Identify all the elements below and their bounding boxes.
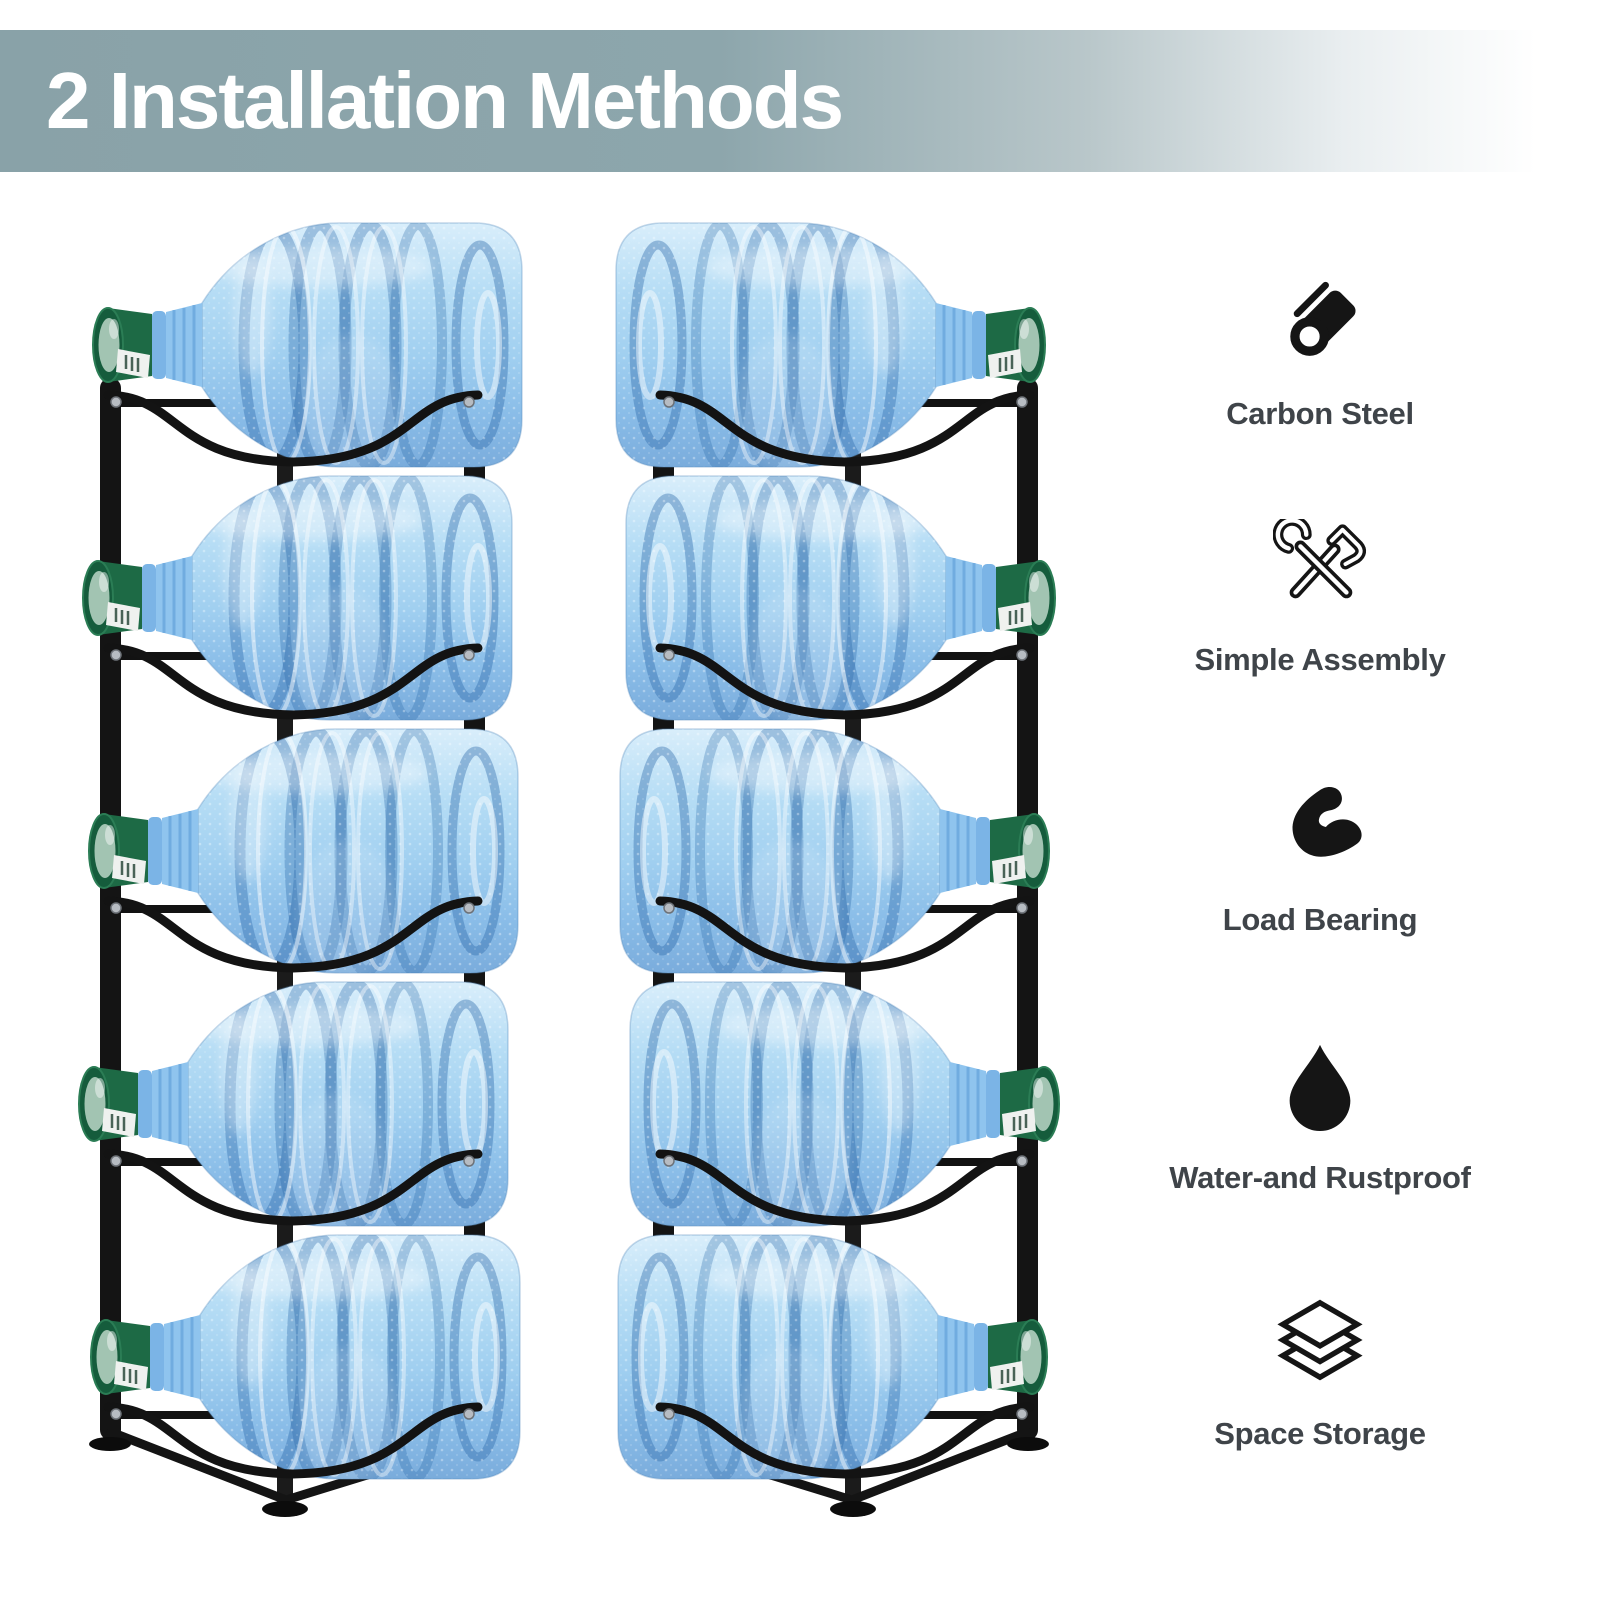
page-title: 2 Installation Methods [46,56,844,145]
feature-icon-wrap [1118,778,1522,874]
feature-label: Load Bearing [1222,902,1418,937]
layers-icon [1277,1299,1363,1381]
water-drop-icon [1289,1044,1351,1131]
feature-carbon-steel: Carbon Steel [1118,272,1522,430]
header-banner: 2 Installation Methods [0,30,1600,172]
tools-icon [1273,519,1367,599]
feature-rustproof: Water-and Rustproof [1118,1036,1522,1194]
feature-icon-wrap [1118,272,1522,368]
feature-label: Water-and Rustproof [1169,1160,1471,1195]
pipe-icon [1290,281,1356,356]
feature-label: Simple Assembly [1194,642,1446,677]
feature-label: Space Storage [1214,1416,1426,1451]
feature-icon-wrap [1118,1292,1522,1388]
water-bottle-rack-left [79,223,522,1517]
muscle-arm-icon [1292,786,1362,857]
water-bottle-rack-right [616,223,1059,1517]
feature-icon-wrap [1118,518,1522,614]
feature-load-bearing: Load Bearing [1118,778,1522,936]
feature-icon-wrap [1118,1036,1522,1132]
feature-space-storage: Space Storage [1118,1292,1522,1450]
feature-label: Carbon Steel [1226,396,1414,431]
feature-simple-assembly: Simple Assembly [1118,518,1522,676]
